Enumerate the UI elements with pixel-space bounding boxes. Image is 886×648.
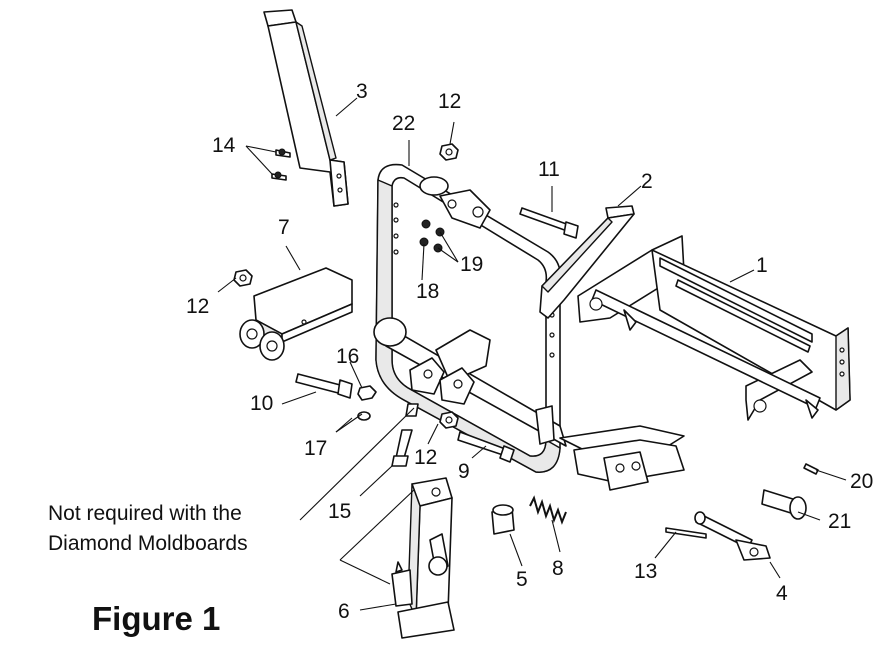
part-4-hitch-pin: [694, 511, 771, 561]
callout-12-left: 12: [186, 295, 209, 318]
lower-crossbar-tube: [373, 317, 567, 447]
callout-9: 9: [458, 460, 470, 483]
figure-title: Figure 1: [92, 600, 220, 637]
note-text: Not required with the Diamond Moldboards: [48, 502, 248, 555]
hitch-receiver: [535, 405, 685, 491]
callout-5: 5: [516, 568, 528, 591]
callout-12-mid: 12: [414, 446, 437, 469]
part-14-bolts: [271, 148, 291, 181]
part-9-bolt: [457, 431, 515, 463]
callout-labels: 3 12 22 14 11 2 7 19 1 18 12 16 10 17 12…: [186, 80, 873, 623]
part-17-washer: [357, 411, 371, 421]
callout-7: 7: [278, 216, 290, 239]
callout-19: 19: [460, 253, 483, 276]
part-2-bracket: [539, 205, 635, 319]
part-5-bushing: [491, 504, 515, 535]
callout-2: 2: [641, 170, 653, 193]
note-line-1: Not required with the: [48, 502, 242, 525]
part-12-nut-mid: [439, 411, 459, 429]
callout-13-label: 13: [634, 560, 657, 583]
part-13-pin: [665, 527, 707, 539]
part-20-clip-pin: [803, 463, 819, 475]
part-10-bolt: [295, 373, 353, 399]
note-line-2: Diamond Moldboards: [48, 532, 248, 555]
part-12-nut-top: [439, 143, 459, 161]
callout-18: 18: [416, 280, 439, 303]
part-8-spring: [529, 495, 567, 525]
callout-1: 1: [756, 254, 768, 277]
callout-15: 15: [328, 500, 351, 523]
callout-16: 16: [336, 345, 359, 368]
callout-20: 20: [850, 470, 873, 493]
part-16-nut: [357, 385, 377, 401]
callout-17: 17: [304, 437, 327, 460]
callout-22: 22: [392, 112, 415, 135]
part-15-bolt: [391, 403, 419, 467]
part-6-jack-stand: [391, 477, 455, 639]
callout-3: 3: [356, 80, 368, 103]
callout-21: 21: [828, 510, 851, 533]
callout-8: 8: [552, 557, 564, 580]
part-7-pivot-block: [239, 267, 353, 361]
part-3-bracket: [263, 9, 349, 207]
callout-12-top: 12: [438, 90, 461, 113]
part-11-bolt: [519, 207, 579, 239]
callout-11: 11: [538, 158, 560, 181]
part-1-mount-frame: [577, 235, 851, 421]
callout-6: 6: [338, 600, 350, 623]
part-21-pin: [761, 489, 807, 520]
callout-14: 14: [212, 134, 236, 157]
callout-4: 4: [776, 582, 788, 605]
callout-10: 10: [250, 392, 273, 415]
part-12-nut-left: [233, 269, 253, 287]
leader-lines: [217, 97, 847, 611]
